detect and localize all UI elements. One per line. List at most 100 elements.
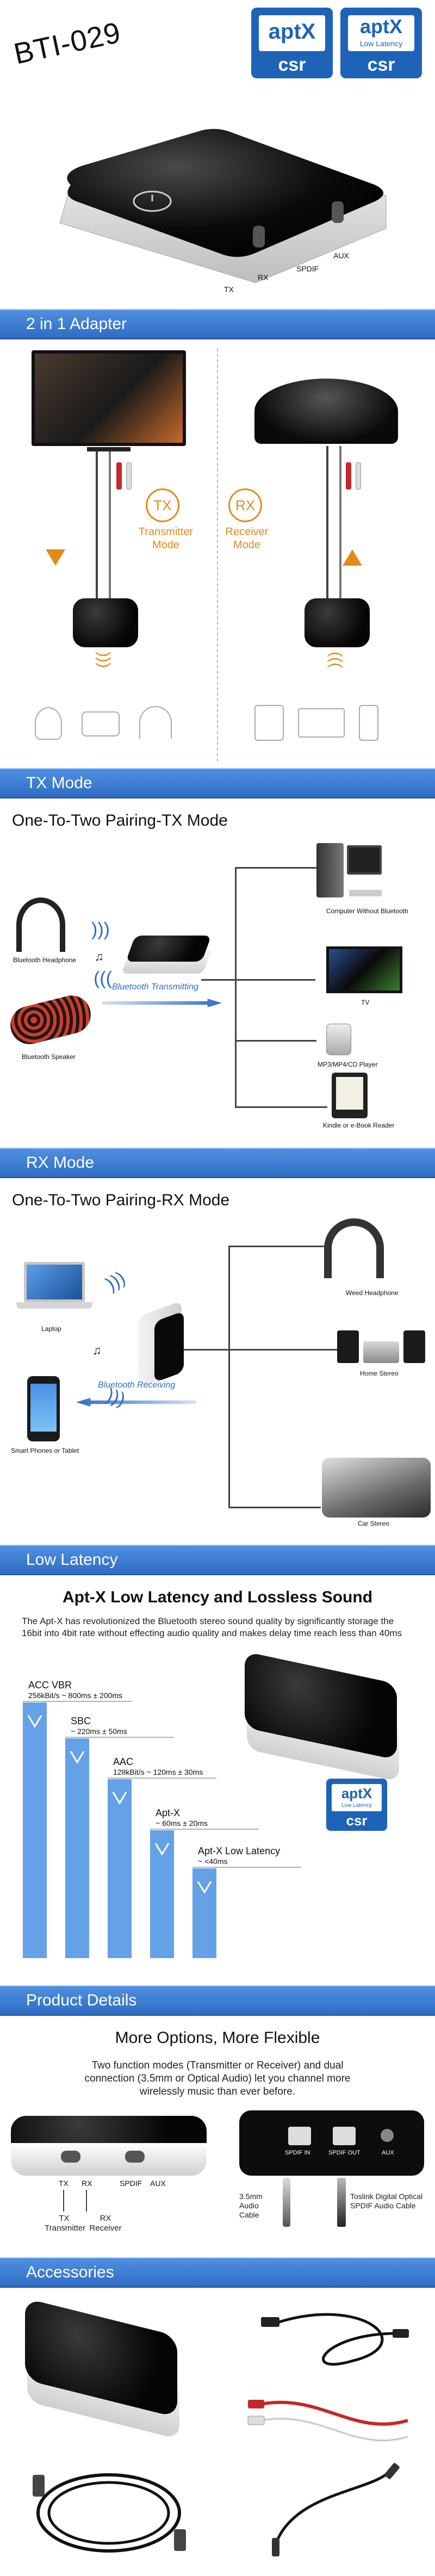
section-accessories: Accessories xyxy=(0,2257,435,2288)
speaker-image xyxy=(6,991,95,1049)
down-arrow-icon xyxy=(154,1843,170,1856)
accessories-panel xyxy=(0,2290,435,2573)
mp3-player-image xyxy=(326,1024,351,1055)
phone-image xyxy=(27,1376,60,1441)
device-label-home-stereo: Home Stereo xyxy=(360,1370,399,1377)
aptx-small-sub: Low Latency xyxy=(341,1803,372,1809)
tx-code: TX xyxy=(153,497,172,513)
switch-label-tx: TX xyxy=(224,285,234,294)
section-rx-mode: RX Mode xyxy=(0,1148,435,1178)
spdif-out-port xyxy=(333,2127,356,2145)
rx-bluetooth-label: Bluetooth Receiving xyxy=(98,1380,176,1390)
aptx-ll-badge-brand: aptX xyxy=(359,15,402,38)
aptx-small-maker: csr xyxy=(346,1812,368,1829)
bluetooth-arrow xyxy=(76,1398,196,1407)
latency-bar xyxy=(192,1868,216,1958)
rx-mode-circle xyxy=(228,488,262,522)
computer-image xyxy=(316,838,382,903)
rx-diagram: Laptop Smart Phones or Tablet ))) ))) ♫ … xyxy=(0,1218,435,1528)
optical-cable-coil-image xyxy=(33,2473,186,2553)
back-view-device: SPDIF IN SPDIF OUT AUX xyxy=(239,2110,424,2176)
adapter-device-small-right xyxy=(304,598,370,647)
section-product-details: Product Details xyxy=(0,1985,435,2016)
headphone-icon xyxy=(139,706,172,739)
wireless-wave-icon: ))) xyxy=(102,1267,129,1295)
rx-title: One-To-Two Pairing-RX Mode xyxy=(12,1191,230,1209)
tv-small-image xyxy=(326,946,402,993)
port-label-spdif-in: SPDIF IN xyxy=(285,2150,310,2156)
aux-port xyxy=(381,2129,394,2142)
latency-bar-detail: ~ <40ms xyxy=(198,1857,227,1866)
detail-tx-label: TX Transmitter xyxy=(45,2214,86,2233)
device-label-speaker: Bluetooth Speaker xyxy=(22,1053,76,1061)
tx-title: One-To-Two Pairing-TX Mode xyxy=(12,812,228,829)
wireless-wave-icon: ))) xyxy=(91,919,110,940)
latency-bar-name: ACC VBR xyxy=(28,1680,72,1691)
usb-cable-image xyxy=(261,2313,409,2366)
rx-mode-name: Receiver Mode xyxy=(225,526,269,551)
headphone-image xyxy=(16,897,65,952)
details-paragraph: Two function modes (Transmitter or Recei… xyxy=(84,2060,351,2097)
latency-bar xyxy=(65,1738,89,1958)
switch-label-aux: AUX xyxy=(333,251,349,260)
device-label-car-stereo: Car Stereo xyxy=(358,1520,390,1527)
phone-icon xyxy=(359,705,378,741)
aptx-ll-badge-maker: csr xyxy=(367,54,395,75)
port-label-spdif-out: SPDIF OUT xyxy=(328,2150,361,2156)
hero: BTI-029 aptX csr aptX Low Latency csr TX… xyxy=(0,0,435,305)
latency-bar-detail: 128kBit/s ~ 120ms ± 30ms xyxy=(113,1768,203,1776)
laptop-image xyxy=(16,1262,92,1316)
switch-label-rx: RX xyxy=(258,273,269,282)
adapter-device-small-left xyxy=(73,598,138,647)
device-label-computer: Computer Without Bluetooth xyxy=(326,907,408,915)
wireless-wave-icon: ))) xyxy=(94,968,112,989)
switch-label-spdif: SPDIF xyxy=(296,264,319,273)
adapter-divider xyxy=(217,348,218,761)
details-title: More Options, More Flexible xyxy=(115,2029,320,2047)
aptx-ll-badge-sub: Low Latency xyxy=(359,39,403,48)
detail-rx-label: RX Receiver xyxy=(89,2214,122,2233)
aptx-badge: aptX csr xyxy=(251,8,333,78)
latency-bar-name: SBC xyxy=(71,1716,91,1726)
latency-bar xyxy=(150,1830,174,1958)
aptx-badge-maker: csr xyxy=(278,54,306,75)
detail-switch-spdif: SPDIF xyxy=(120,2179,142,2188)
section-tx-mode: TX Mode xyxy=(0,768,435,798)
ereader-image xyxy=(332,1073,368,1118)
down-arrow-icon xyxy=(197,1881,212,1894)
latency-title: Apt-X Low Latency and Lossless Sound xyxy=(62,1588,373,1606)
device-label-headphone: Bluetooth Headphone xyxy=(13,956,77,964)
latency-bar-name: Apt-X Low Latency xyxy=(198,1846,280,1856)
device-label-mp3: MP3/MP4/CD Player xyxy=(318,1061,378,1068)
aptx-ll-badge-small: aptX Low Latency csr xyxy=(326,1779,387,1831)
rx-code: RX xyxy=(235,497,256,513)
down-arrow-icon xyxy=(27,1715,42,1728)
adapter-panel: TX Transmitter Mode RX Receiver Mode )))… xyxy=(0,343,435,767)
aux-cable-coil-image xyxy=(272,2463,400,2556)
speaker-icon xyxy=(82,711,120,736)
down-arrow-icon xyxy=(70,1751,85,1764)
tx-bluetooth-label: Bluetooth Transmitting xyxy=(112,982,198,992)
tablet-icon xyxy=(254,705,284,741)
down-arrow-icon xyxy=(112,1792,127,1805)
aux-cable-image xyxy=(283,2178,290,2227)
latency-bar xyxy=(23,1702,47,1958)
earbuds-icon xyxy=(35,707,62,740)
spdif-in-port xyxy=(288,2127,311,2145)
details-panel: TX RX SPDIF AUX TX Transmitter RX Receiv… xyxy=(0,2105,435,2246)
car-stereo-image xyxy=(322,1458,431,1518)
detail-switch-tx: TX xyxy=(59,2179,69,2188)
stereo-image xyxy=(254,379,398,444)
music-note-icon: ♫ xyxy=(95,950,104,963)
rx-adapter-image xyxy=(133,1301,187,1388)
rca-cable-image xyxy=(247,2400,408,2442)
up-arrow-icon xyxy=(343,549,362,566)
device-label-laptop: Laptop xyxy=(41,1325,61,1333)
detail-switch-rx: RX xyxy=(82,2179,92,2188)
device-label-tv: TV xyxy=(361,999,370,1006)
latency-bar xyxy=(108,1779,132,1958)
tv-image xyxy=(32,350,186,446)
optical-cable-image xyxy=(337,2178,346,2227)
adapter-device-image xyxy=(59,128,387,283)
